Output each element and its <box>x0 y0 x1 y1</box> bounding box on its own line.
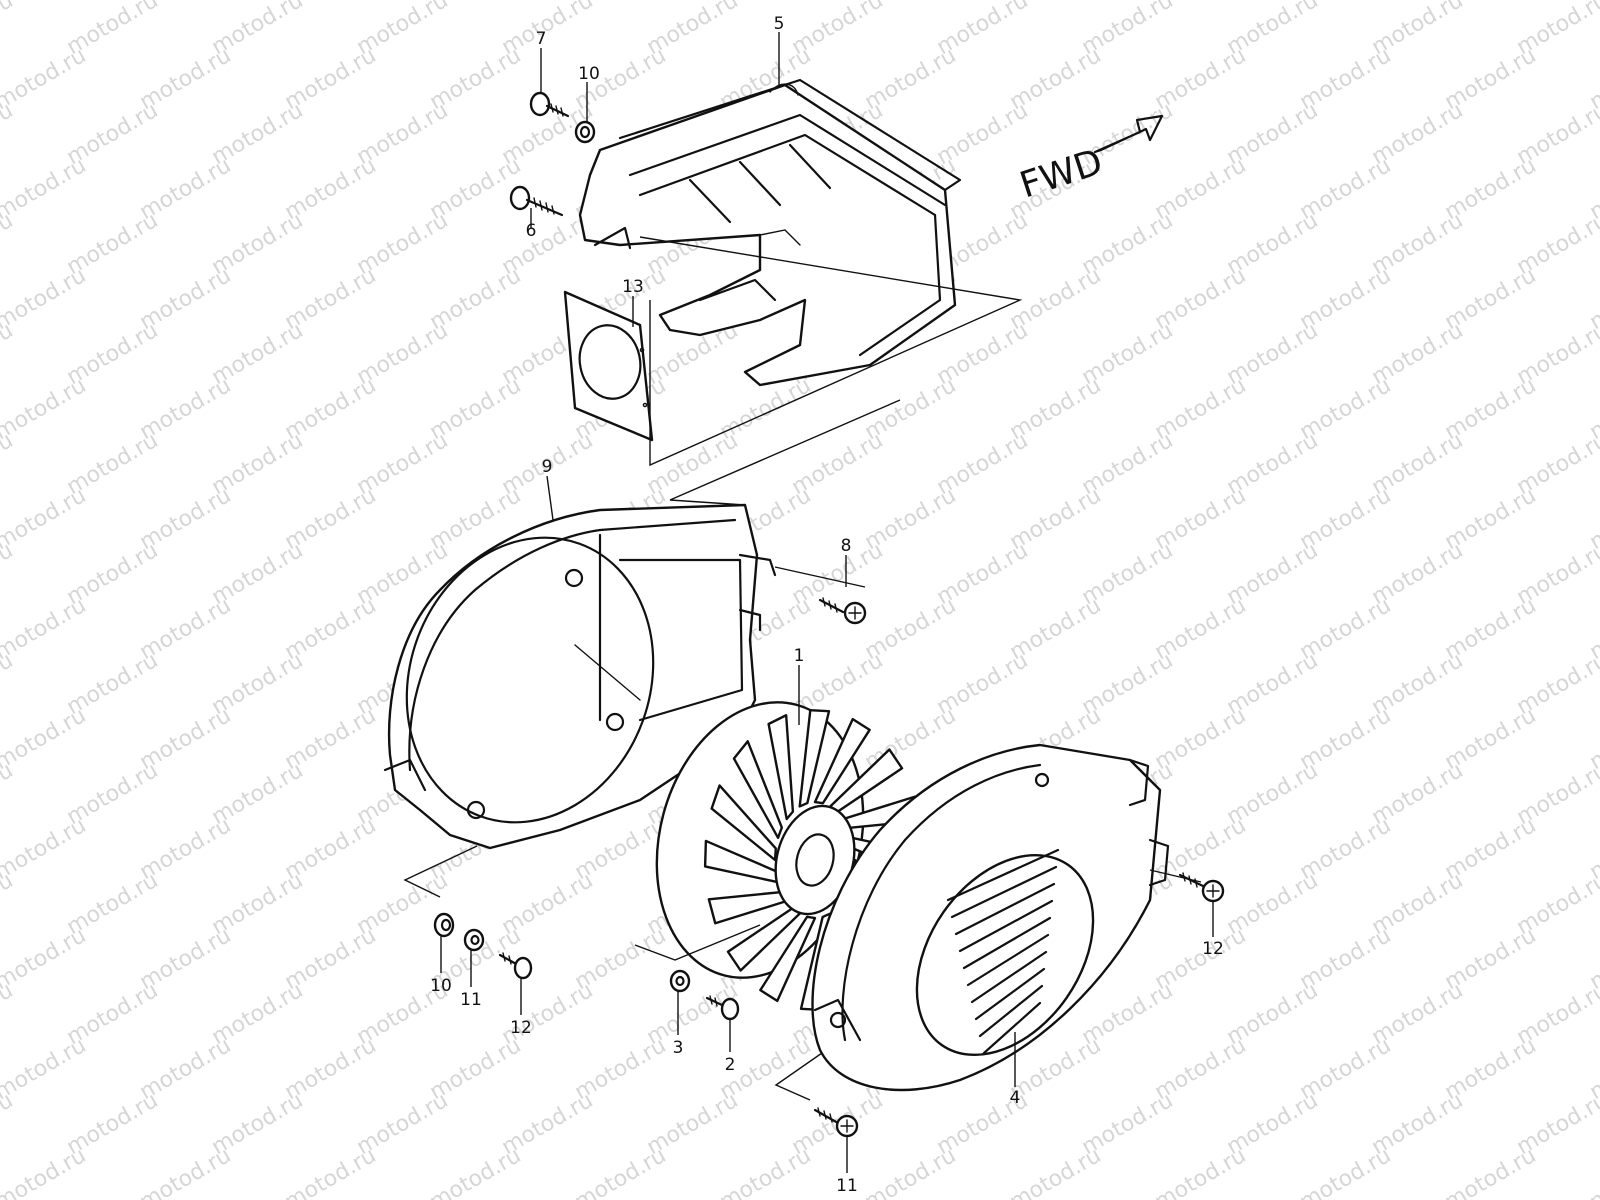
grille-slat <box>958 899 1054 953</box>
bolt-part-7 <box>529 91 570 118</box>
callout-1: 1 <box>794 646 805 666</box>
watermark-text: motod.ru <box>0 868 17 940</box>
watermark-text: motod.ru <box>0 813 90 885</box>
grille-slat <box>970 950 1048 1004</box>
bolt-part-6 <box>509 185 564 217</box>
grille-slat <box>966 933 1050 987</box>
watermark-text: motod.ru <box>0 1033 90 1105</box>
watermark-text: motod.ru <box>0 538 17 610</box>
watermark-text: motod.ru <box>1441 1143 1541 1200</box>
watermark-text: motod.ru <box>571 1143 671 1200</box>
callout-5: 5 <box>774 14 785 34</box>
watermark-text: motod.ru <box>426 1143 526 1200</box>
callout-9: 9 <box>542 457 553 477</box>
grille-slat <box>954 882 1056 936</box>
bolt-part-2 <box>705 995 740 1021</box>
watermark-text: motod.ru <box>0 263 90 335</box>
gasket-plate-part-13 <box>563 290 654 442</box>
washer-part-3 <box>669 969 691 993</box>
callout-6: 6 <box>526 221 537 241</box>
watermark-text: motod.ru <box>0 318 17 390</box>
callout-10-bottom: 10 <box>430 976 452 996</box>
callout-7: 7 <box>536 29 547 49</box>
watermark-text: motod.ru <box>1006 1143 1106 1200</box>
screw-part-12-right <box>1178 872 1225 903</box>
forward-arrow-icon <box>1093 114 1164 154</box>
fan-blade <box>813 717 871 805</box>
watermark-text: motod.ru <box>281 1143 381 1200</box>
callout-leaders <box>440 32 1214 1173</box>
callout-3: 3 <box>673 1038 684 1058</box>
fan-blade <box>767 714 795 821</box>
watermark-text: motod.ru <box>1151 1143 1251 1200</box>
air-duct-part-5 <box>578 78 962 387</box>
watermark-text: motod.ru <box>716 1143 816 1200</box>
callout-10-top: 10 <box>578 64 600 84</box>
callout-numbers: 7 10 5 6 13 9 8 1 10 11 12 3 2 12 11 4 <box>430 14 1224 1196</box>
fan-blade <box>732 740 784 840</box>
callout-2: 2 <box>725 1055 736 1075</box>
watermark-text: motod.ru <box>1586 1143 1600 1200</box>
watermark-text: motod.ru <box>0 373 90 445</box>
washer-part-11-bottom-left <box>463 928 485 952</box>
bolt-part-12-bottom-left <box>498 952 533 980</box>
watermark-text: motod.ru <box>0 648 17 720</box>
watermark-text: motod.ru <box>0 593 90 665</box>
callout-12-right: 12 <box>1202 939 1224 959</box>
forward-direction-indicator: FWD <box>1015 114 1164 207</box>
watermark-text: motod.ru <box>0 98 17 170</box>
fan-cover-part-4 <box>811 743 1170 1092</box>
watermark-text: motod.ru <box>0 428 17 500</box>
washer-part-10-top <box>574 120 596 144</box>
screw-part-8 <box>818 597 867 625</box>
watermark-text: motod.ru <box>861 1143 961 1200</box>
callout-11-left: 11 <box>460 990 482 1010</box>
watermark-text: motod.ru <box>0 978 17 1050</box>
grille-slat <box>950 865 1058 919</box>
callout-11-bottom: 11 <box>836 1176 858 1196</box>
watermark-text: motod.ru <box>0 43 90 115</box>
washer-part-10-bottom <box>433 912 455 938</box>
watermark-text: motod.ru <box>1296 1143 1396 1200</box>
watermark-text: motod.ru <box>136 1143 236 1200</box>
watermark-text: motod.ru <box>0 208 17 280</box>
watermark-text: motod.ru <box>0 923 90 995</box>
callout-4: 4 <box>1010 1088 1021 1108</box>
watermark-text: motod.ru <box>0 758 17 830</box>
grille-slat <box>978 984 1044 1038</box>
watermark-text: motod.ru <box>0 1088 17 1160</box>
fan-blade <box>759 915 817 1003</box>
grille-slat <box>962 916 1052 970</box>
assembly-alignment-lines <box>403 236 1202 1101</box>
grille-slat <box>982 1001 1042 1055</box>
fan-blade <box>798 708 831 808</box>
grille-slat <box>946 848 1060 902</box>
grille-slat <box>974 967 1046 1021</box>
fan-blade <box>710 784 777 862</box>
watermark-text: motod.ru <box>0 1143 90 1200</box>
callout-13: 13 <box>622 277 644 297</box>
callout-8: 8 <box>841 536 852 556</box>
watermark-text: motod.ru <box>0 703 90 775</box>
callout-12-left: 12 <box>510 1018 532 1038</box>
watermark-text: motod.ru <box>0 0 17 60</box>
cover-grille <box>946 848 1060 1055</box>
watermark-text: motod.ru <box>0 153 90 225</box>
watermark-text: motod.ru <box>0 483 90 555</box>
